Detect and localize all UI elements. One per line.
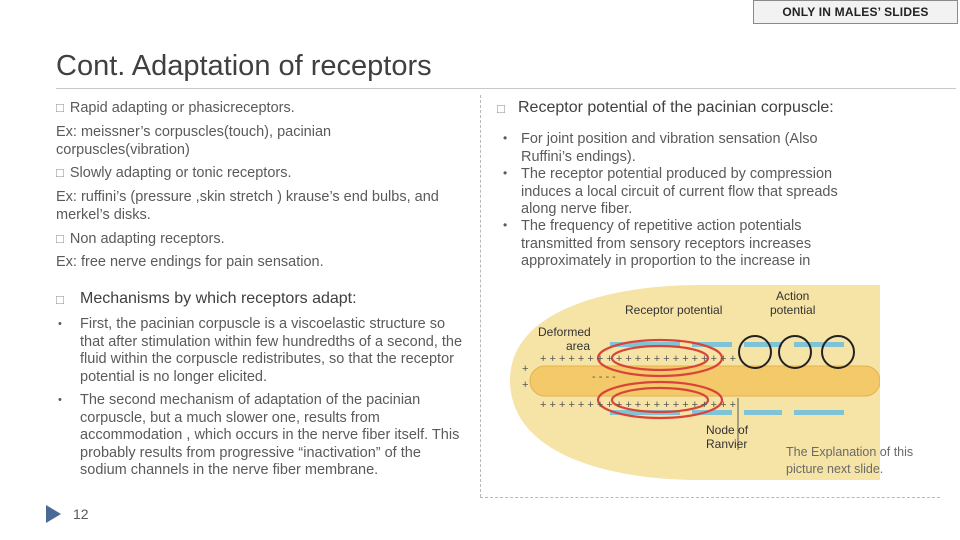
bullet-icon: • — [503, 218, 508, 232]
left-item-1-text: Rapid adapting or phasicreceptors. — [69, 100, 295, 116]
checkbox-bullet-icon: □ — [56, 100, 64, 115]
bottom-divider — [480, 497, 940, 498]
action-potential-label-1: Action — [776, 289, 809, 303]
mechanisms-heading: Mechanisms by which receptors adapt: — [80, 290, 357, 307]
nerve-fiber — [530, 366, 880, 396]
title-rule — [56, 88, 956, 89]
mechanism-2: The second mechanism of adaptation of th… — [80, 392, 460, 478]
left-item-3-text: Slowly adapting or tonic receptors. — [69, 165, 292, 181]
charge-signs: + + + + + + + + + + + + + + + + + + + + … — [522, 353, 736, 411]
left-item-3: □ Slowly adapting or tonic receptors. — [56, 164, 456, 183]
left-item-4: Ex: ruffini’s (pressure ,skin stretch ) … — [56, 189, 439, 223]
svg-text:+ + + + + + + + + + + + + + +: + + + + + + + + + + + + + + + + + + + + … — [540, 353, 736, 365]
action-current-loops — [738, 335, 855, 369]
svg-text:- - - -: - - - - — [592, 371, 616, 383]
column-divider — [480, 95, 481, 497]
action-potential-label-2: potential — [770, 303, 815, 317]
right-bullet-1: For joint position and vibration sensati… — [521, 131, 818, 165]
receptor-current-loops — [596, 338, 724, 420]
slide-title: Cont. Adaptation of receptors — [56, 50, 432, 82]
svg-text:+ + + + + + + + + + + + + + +: + + + + + + + + + + + + + + + + + + + + … — [540, 399, 736, 411]
svg-text:+: + — [522, 379, 528, 391]
right-bullet-3: The frequency of repetitive action poten… — [521, 218, 812, 269]
left-item-5: □ Non adapting receptors. — [56, 230, 456, 249]
left-item-5-text: Non adapting receptors. — [69, 231, 225, 247]
left-item-1: □ Rapid adapting or phasicreceptors. — [56, 99, 456, 118]
node-ranvier-label-2: Ranvier — [706, 437, 747, 451]
left-item-6: Ex: free nerve endings for pain sensatio… — [56, 254, 324, 270]
right-heading: Receptor potential of the pacinian corpu… — [518, 99, 834, 116]
right-bullet-2: The receptor potential produced by compr… — [521, 166, 838, 217]
males-only-badge: ONLY IN MALES’ SLIDES — [753, 0, 958, 24]
receptor-potential-label: Receptor potential — [625, 303, 722, 317]
mechanism-1: First, the pacinian corpuscle is a visco… — [80, 316, 463, 385]
left-item-2: Ex: meissner’s corpuscles(touch), pacini… — [56, 124, 332, 158]
bullet-icon: • — [58, 394, 62, 406]
checkbox-bullet-icon: □ — [497, 101, 505, 116]
deformed-area-label-1: Deformed — [538, 325, 591, 339]
explanation-note: The Explanation of this picture next sli… — [786, 445, 914, 476]
svg-text:+: + — [522, 363, 528, 375]
bullet-icon: • — [503, 166, 508, 180]
checkbox-bullet-icon: □ — [56, 231, 64, 246]
bullet-icon: • — [58, 318, 62, 330]
checkbox-bullet-icon: □ — [56, 165, 64, 180]
deformed-area-label-2: area — [566, 339, 590, 353]
pacinian-corpuscle-diagram: + + + + + + + + + + + + + + + + + + + + … — [510, 285, 880, 480]
page-number: 12 — [73, 506, 89, 522]
node-ranvier-label-1: Node of — [706, 423, 749, 437]
slide-arrow-icon — [46, 505, 61, 523]
bullet-icon: • — [503, 131, 508, 145]
checkbox-bullet-icon: □ — [56, 292, 64, 307]
